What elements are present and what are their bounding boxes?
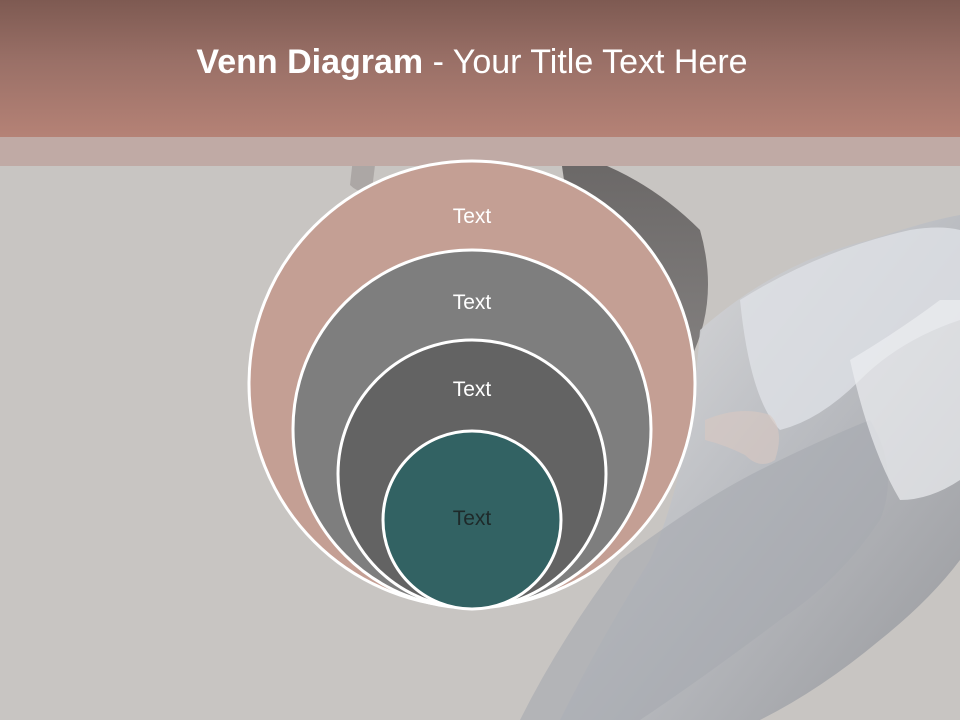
slide-title-bold: Venn Diagram	[196, 43, 424, 81]
venn-label-inner[interactable]: Text	[452, 507, 492, 530]
slide-title-rest: - Your Title Text Here	[423, 43, 748, 81]
title-bar	[0, 0, 960, 137]
venn-label-outer[interactable]: Text	[452, 205, 492, 228]
venn-label-third[interactable]: Text	[452, 378, 492, 401]
slide-title[interactable]: Venn Diagram - Your Title Text Here	[0, 40, 944, 84]
venn-label-second[interactable]: Text	[452, 291, 492, 314]
venn-circle-inner[interactable]	[381, 429, 563, 611]
